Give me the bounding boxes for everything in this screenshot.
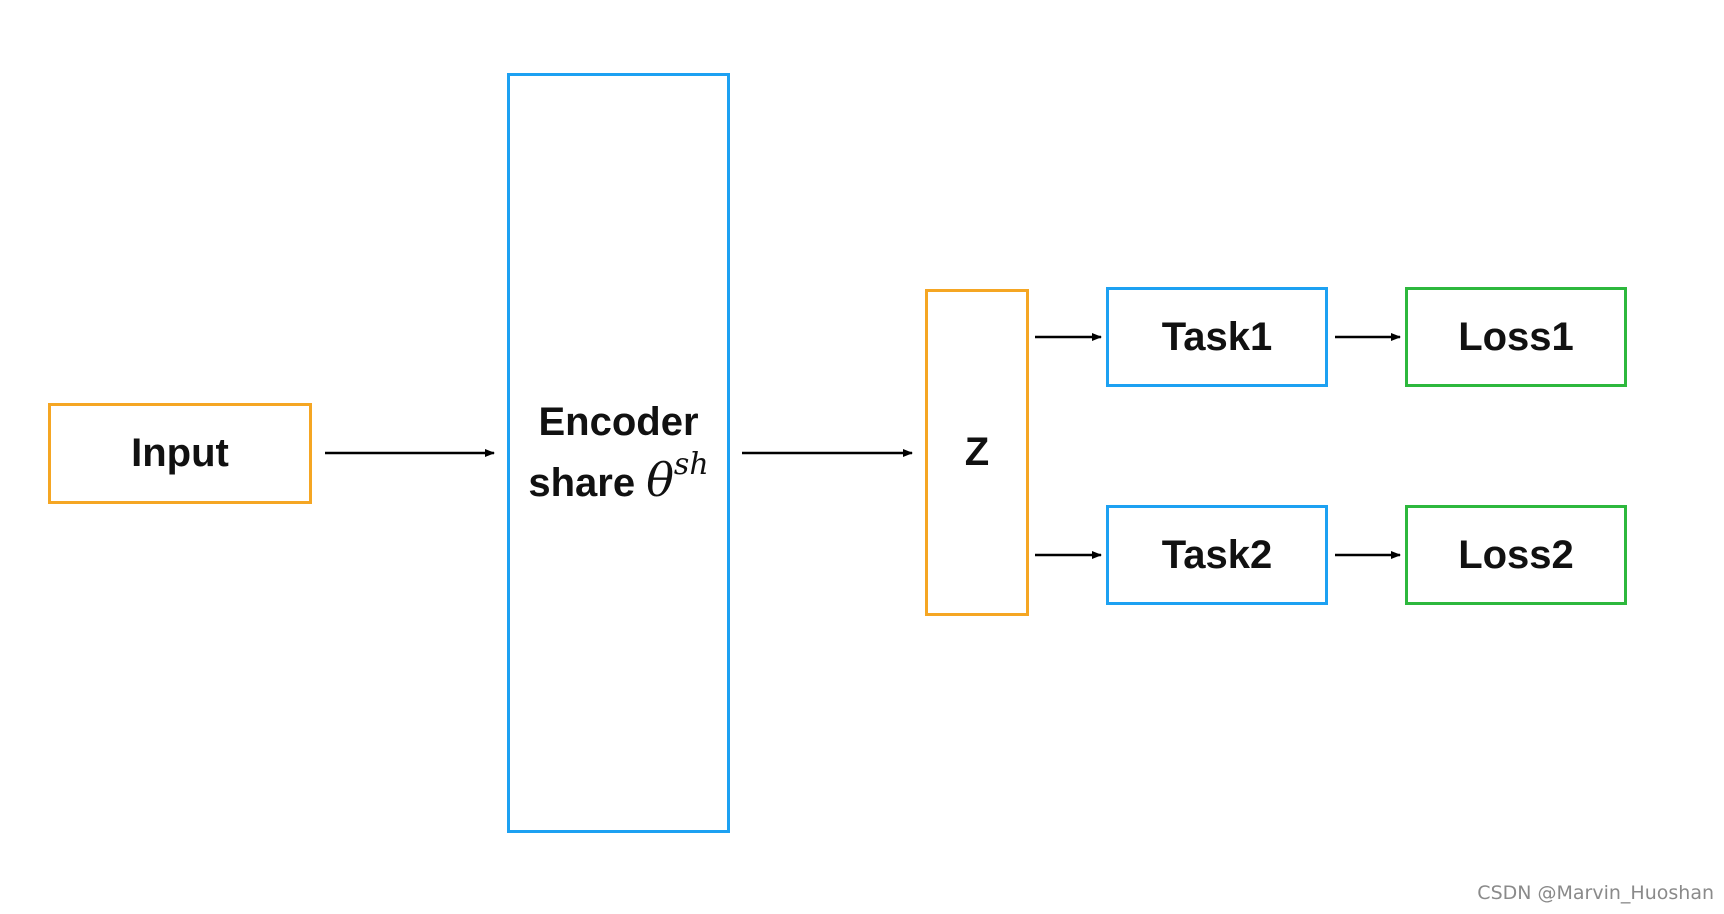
loss1-label: Loss1	[1458, 314, 1574, 359]
task2-label: Task2	[1161, 532, 1273, 577]
task1-node: Task1	[1106, 287, 1328, 387]
encoder-share-text: share	[528, 460, 636, 505]
input-node: Input	[48, 403, 312, 504]
encoder-label: Encoder	[538, 399, 699, 444]
loss2-label: Loss2	[1458, 532, 1574, 577]
theta-superscript: sh	[673, 446, 709, 482]
z-node: Z	[925, 289, 1029, 616]
z-label: Z	[964, 430, 990, 474]
theta-glyph: θ	[646, 452, 674, 507]
loss1-node: Loss1	[1405, 287, 1627, 387]
encoder-share-line: share θsh	[528, 449, 708, 511]
theta-symbol: θsh	[646, 449, 708, 507]
task1-label: Task1	[1161, 314, 1273, 359]
watermark-text: CSDN @Marvin_Huoshan	[1477, 882, 1714, 904]
loss2-node: Loss2	[1405, 505, 1627, 605]
task2-node: Task2	[1106, 505, 1328, 605]
input-label: Input	[131, 431, 229, 475]
encoder-node: Encoder share θsh	[507, 73, 730, 833]
